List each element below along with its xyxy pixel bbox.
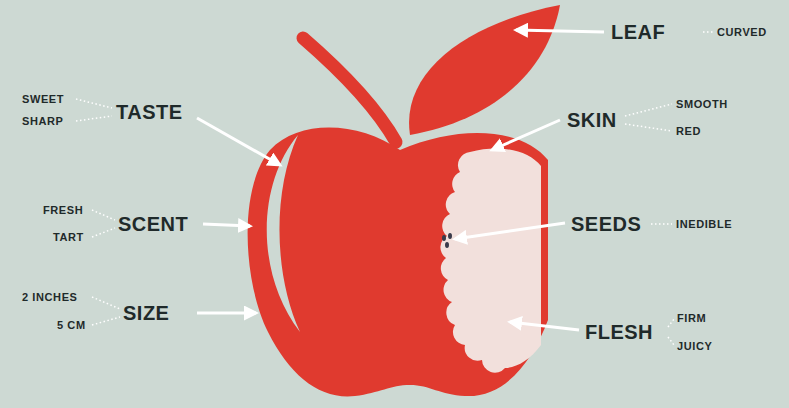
- dotted-leader: [76, 116, 112, 121]
- apple-seed: [448, 233, 452, 239]
- leader-arrow: [197, 118, 280, 165]
- part-name: SEEDS: [571, 214, 641, 234]
- dotted-leader: [76, 99, 112, 108]
- part-name: FLESH: [585, 322, 653, 342]
- apple-highlight: [267, 135, 300, 332]
- leader-arrow: [516, 30, 604, 32]
- attribute-label: CURVED: [717, 27, 767, 38]
- attribute-label: TART: [53, 232, 84, 243]
- apple-bite: [440, 148, 541, 372]
- part-name: LEAF: [611, 22, 665, 42]
- part-name: SIZE: [123, 303, 169, 323]
- leader-arrow: [455, 223, 565, 239]
- part-name: SKIN: [567, 110, 617, 130]
- dotted-leader: [668, 337, 674, 345]
- dotted-leader: [92, 317, 120, 325]
- attribute-label: SWEET: [22, 94, 64, 105]
- attribute-label: SMOOTH: [676, 99, 728, 110]
- apple-body: [248, 127, 548, 396]
- dotted-leader: [651, 223, 672, 225]
- attribute-label: 5 CM: [57, 320, 86, 331]
- dotted-leader: [668, 319, 674, 327]
- dotted-leader: [625, 124, 672, 131]
- dotted-leader: [92, 297, 120, 309]
- leader-arrow: [203, 224, 250, 226]
- dotted-leader: [625, 104, 672, 116]
- leader-arrow: [510, 322, 579, 330]
- apple-stem: [303, 38, 396, 142]
- apple-leaf: [409, 5, 560, 135]
- dotted-leader: [703, 31, 714, 33]
- part-name: TASTE: [116, 102, 183, 122]
- leader-arrow: [492, 120, 560, 150]
- attribute-label: INEDIBLE: [676, 219, 732, 230]
- attribute-label: JUICY: [677, 341, 712, 352]
- apple-seed: [445, 242, 449, 248]
- dotted-leader: [92, 228, 115, 237]
- attribute-label: FRESH: [43, 205, 83, 216]
- attribute-label: SHARP: [22, 116, 64, 127]
- attribute-label: RED: [676, 126, 701, 137]
- attribute-label: FIRM: [677, 313, 706, 324]
- leader-arrow: [197, 312, 256, 315]
- apple-seed: [442, 235, 446, 241]
- dotted-leader: [92, 210, 115, 220]
- part-name: SCENT: [118, 214, 188, 234]
- attribute-label: 2 INCHES: [22, 292, 78, 303]
